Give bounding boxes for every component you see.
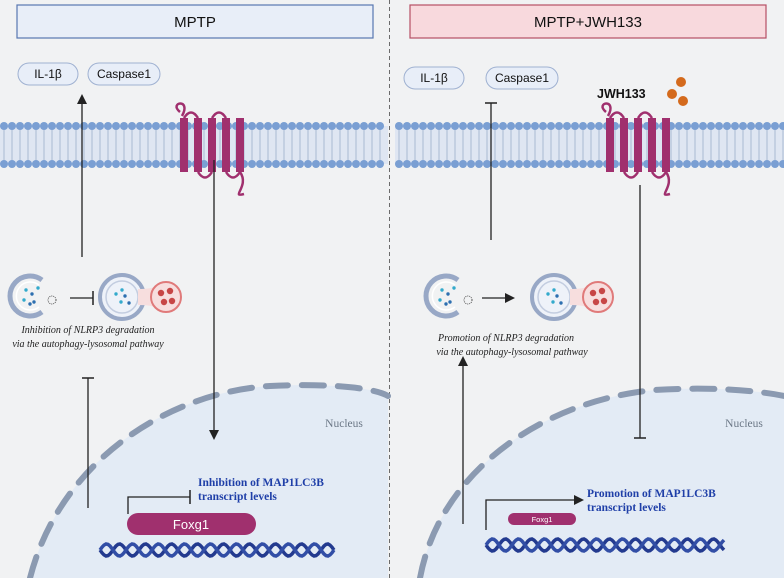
right-inhibition-arrow-to-cytokines	[485, 102, 497, 240]
right-foxg1-label: Foxg1	[532, 515, 553, 524]
left-dna-helix	[98, 542, 336, 558]
left-nuclear-envelope	[27, 382, 391, 578]
left-foxg1-box: Foxg1	[127, 513, 256, 535]
right-caspase1-pill: Caspase1	[485, 66, 559, 90]
right-nuclear-envelope	[417, 385, 784, 578]
left-title-bar: MPTP	[16, 4, 374, 39]
right-dna-helix	[484, 537, 726, 553]
left-inhibition-arrow-autophagy	[70, 291, 94, 305]
right-title: MPTP+JWH133	[534, 14, 642, 31]
left-cb2-receptor	[175, 102, 245, 197]
right-transcript-line1: Promotion of MAP1LC3B	[587, 488, 716, 500]
left-il1b-pill: IL-1β	[17, 62, 79, 86]
right-autophagosome-icon	[423, 273, 473, 319]
left-caspase1-pill: Caspase1	[87, 62, 161, 86]
jwh133-ligand-icon	[667, 77, 688, 106]
right-il1b-pill: IL-1β	[403, 66, 465, 90]
left-autophagy-caption-line1: Inhibition of NLRP3 degradation	[20, 325, 154, 336]
left-inhibition-arrow-from-nucleus	[82, 377, 94, 508]
right-cell-membrane	[395, 122, 784, 168]
right-caspase1-label: Caspase1	[495, 71, 549, 85]
left-autolysosome-icon	[98, 273, 182, 321]
right-autophagy-caption-line1: Promotion of NLRP3 degradation	[437, 333, 574, 344]
left-nucleus	[30, 385, 388, 578]
right-il1b-label: IL-1β	[420, 71, 448, 85]
right-gene-promotion-arrow	[485, 495, 584, 530]
left-il1b-label: IL-1β	[34, 67, 62, 81]
right-autophagy-caption-line2: via the autophagy-lysosomal pathway	[436, 347, 588, 358]
right-autolysosome-icon	[530, 273, 614, 321]
right-receptor-inhibition-arrow	[634, 185, 646, 439]
left-caspase1-label: Caspase1	[97, 67, 151, 81]
left-autophagosome-icon	[7, 273, 57, 319]
left-title: MPTP	[174, 14, 216, 31]
right-foxg1-box: Foxg1	[508, 513, 576, 525]
jwh133-label: JWH133	[597, 87, 646, 101]
right-cb2-receptor	[601, 102, 671, 197]
left-transcript-line2: transcript levels	[198, 491, 277, 503]
right-title-bar: MPTP+JWH133	[409, 4, 767, 39]
right-nucleus-label: Nucleus	[725, 418, 763, 430]
left-nucleus-label: Nucleus	[325, 418, 363, 430]
left-transcript-line1: Inhibition of MAP1LC3B	[198, 477, 324, 489]
left-gene-inhibition-arrow	[127, 490, 191, 514]
right-nucleus	[420, 388, 784, 578]
left-autophagy-caption-line2: via the autophagy-lysosomal pathway	[12, 339, 164, 350]
right-transcript-line2: transcript levels	[587, 502, 666, 514]
left-foxg1-label: Foxg1	[173, 517, 209, 532]
